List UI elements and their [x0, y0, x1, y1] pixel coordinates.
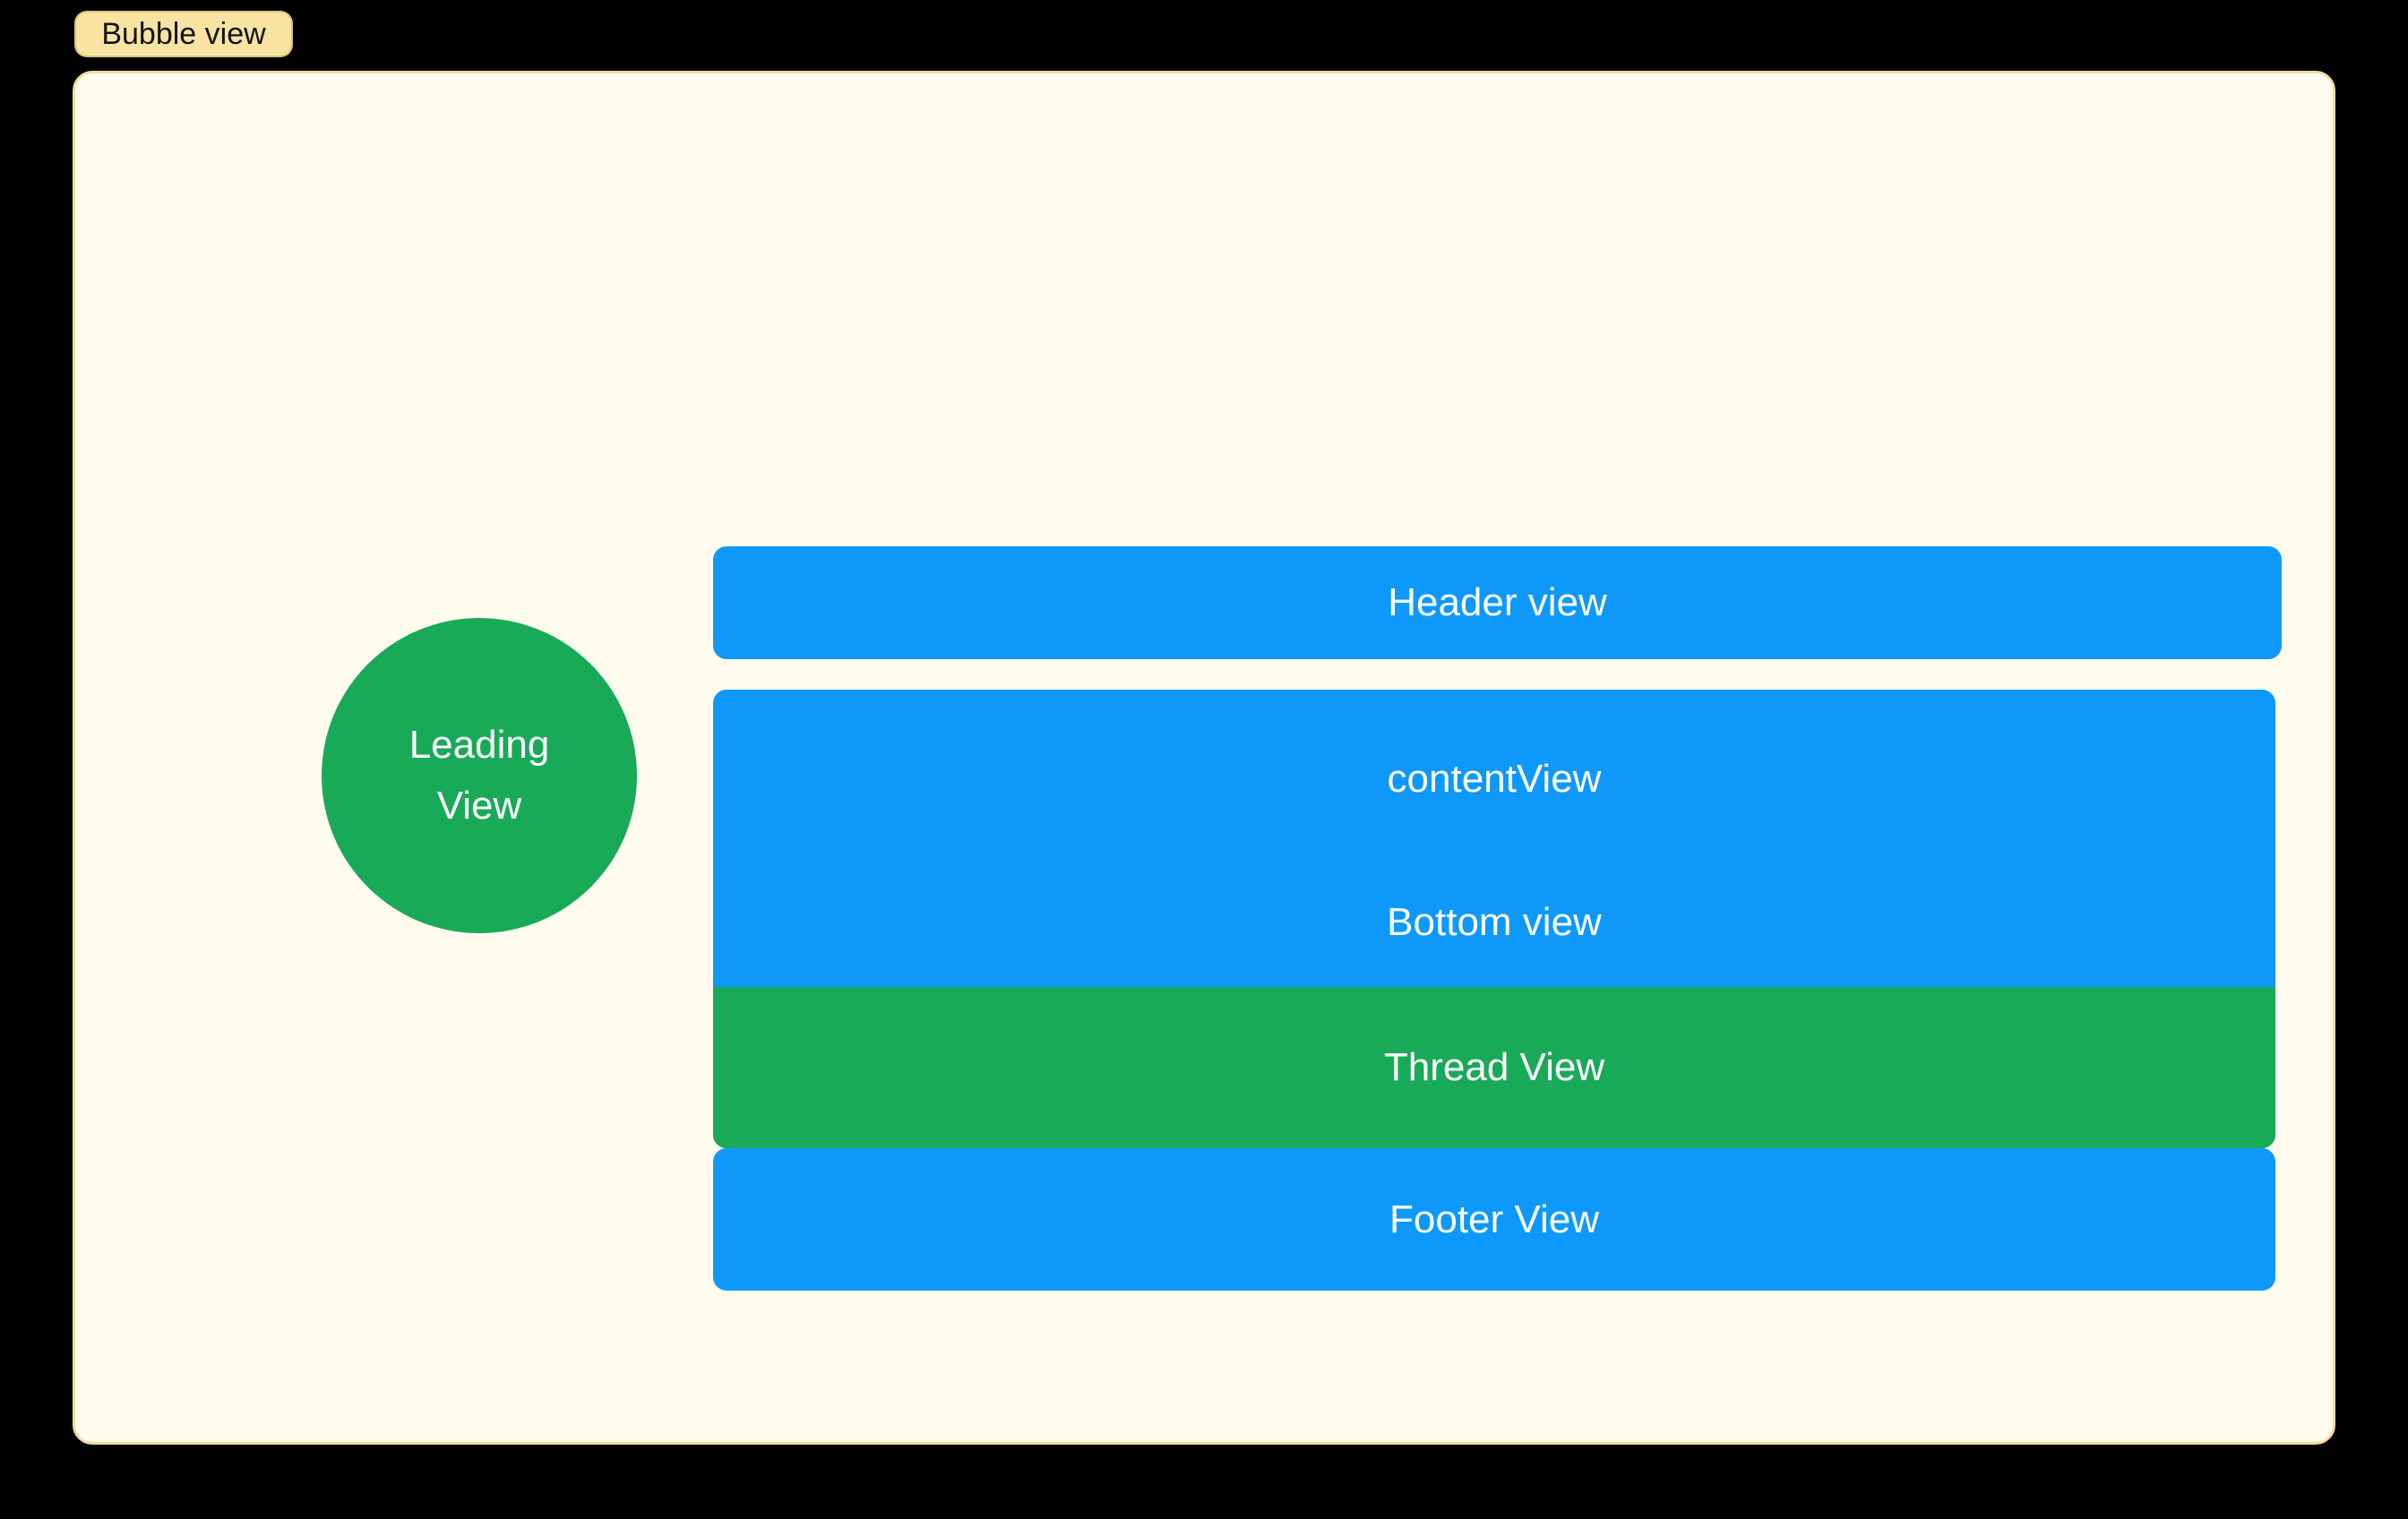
bubble-view-tag: Bubble view [74, 11, 293, 57]
content-view-block: contentView Bottom view Thread View [713, 690, 2275, 1148]
leading-view-line2: View [436, 784, 522, 828]
thread-view-bar: Thread View [713, 987, 2275, 1148]
content-view-label-row: contentView [713, 690, 2275, 869]
header-view-bar: Header view [713, 546, 2282, 659]
bottom-view-label: Bottom view [1387, 900, 1602, 944]
leading-view-line1: Leading [408, 723, 550, 767]
leading-view-circle: Leading View [322, 618, 637, 933]
bottom-view-label-row: Bottom view [713, 869, 2275, 976]
header-view-label: Header view [1388, 580, 1607, 624]
thread-view-label: Thread View [1383, 1045, 1605, 1089]
footer-view-bar: Footer View [713, 1148, 2275, 1291]
content-view-label: contentView [1387, 757, 1602, 801]
bubble-panel: Leading View Header view contentView Bot… [73, 71, 2335, 1445]
bubble-view-tag-label: Bubble view [101, 16, 266, 51]
footer-view-label: Footer View [1389, 1197, 1599, 1241]
